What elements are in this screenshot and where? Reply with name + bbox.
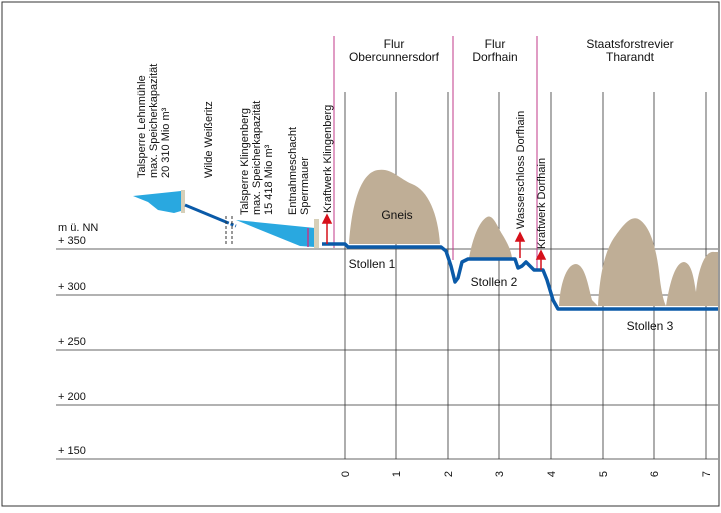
elevation-labels: m ü. NN + 350 + 300 + 250 + 200 + 150	[58, 222, 98, 457]
region-3-line2: Tharandt	[606, 50, 655, 64]
region-2-line2: Dorfhain	[472, 50, 517, 64]
region-3-line1: Staatsforstrevier	[586, 37, 673, 51]
km-tick-1: 1	[391, 471, 403, 477]
lehnmuehle-label-1: Talsperre Lehnmühle	[136, 75, 148, 178]
wasserschloss-label: Wasserschloss Dorfhain	[515, 111, 527, 229]
klingenberg-dam	[314, 219, 319, 248]
tunnel-route	[322, 242, 718, 311]
klingenberg-reservoir	[236, 220, 315, 247]
klingenberg-label-1: Talsperre Klingenberg	[239, 108, 251, 215]
rock-bodies	[349, 169, 718, 306]
arrow-head-kw-klingenberg	[321, 213, 333, 224]
gneis-rock	[349, 169, 440, 244]
km-tick-2: 2	[443, 471, 455, 477]
entnahme-label-1: Entnahmeschacht	[287, 127, 299, 215]
lehnmuehle-label-3: 20 310 Mio m³	[160, 107, 172, 178]
entnahme-label-2: Sperrmauer	[299, 157, 311, 215]
klingenberg-label-2: max. Speicherkapazität	[251, 101, 263, 215]
stollen-3-label: Stollen 3	[627, 319, 674, 333]
arrow-head-wasserschloss	[514, 231, 526, 242]
lehnmuehle-reservoir	[133, 191, 181, 213]
region-1-line1: Flur	[384, 37, 405, 51]
elevation-tick-300: + 300	[58, 281, 86, 293]
klingenberg-label-3: 15 418 Mio m³	[263, 144, 275, 215]
region-1-line2: Obercunnersdorf	[349, 50, 440, 64]
lehnmuehle-label-2: max. Speicherkapazität	[148, 64, 160, 178]
elevation-unit-label: m ü. NN	[58, 222, 98, 234]
km-tick-4: 4	[546, 471, 558, 477]
elevation-tick-150: + 150	[58, 445, 86, 457]
lehnmuehle-dam	[181, 190, 185, 213]
tharandt-rock-1	[559, 264, 598, 306]
wilde-weisseritz-line	[184, 203, 227, 224]
elevation-tick-200: + 200	[58, 391, 86, 403]
elevation-tick-250: + 250	[58, 336, 86, 348]
km-tick-5: 5	[598, 471, 610, 477]
arrow-head-kw-dorfhain	[535, 249, 547, 260]
gneis-label: Gneis	[381, 208, 412, 222]
km-tick-7: 7	[701, 471, 713, 477]
distance-labels: 0 1 2 3 4 5 6 7	[340, 471, 713, 477]
region-borders	[333, 36, 538, 270]
tharandt-rock-2	[598, 218, 666, 306]
km-tick-0: 0	[340, 471, 352, 477]
stollen-2-label: Stollen 2	[471, 275, 518, 289]
station-labels: Talsperre Lehnmühle max. Speicherkapazit…	[136, 64, 548, 249]
wilde-weisseritz-label: Wilde Weißeritz	[203, 101, 215, 178]
tharandt-rock-3	[666, 251, 718, 306]
stollen-1-label: Stollen 1	[349, 257, 396, 271]
km-tick-6: 6	[649, 471, 661, 477]
elevation-tick-350: + 350	[58, 235, 86, 247]
wilde-weisseritz-dashed	[225, 220, 237, 228]
kw-klingenberg-label: Kraftwerk Klingenberg	[322, 105, 334, 213]
region-2-line1: Flur	[485, 37, 506, 51]
dorfhain-rock	[469, 216, 512, 258]
km-tick-3: 3	[494, 471, 506, 477]
power-arrows	[321, 213, 547, 270]
region-headings: Flur Obercunnersdorf Flur Dorfhain Staat…	[349, 37, 674, 64]
kw-dorfhain-label: Kraftwerk Dorfhain	[536, 158, 548, 249]
